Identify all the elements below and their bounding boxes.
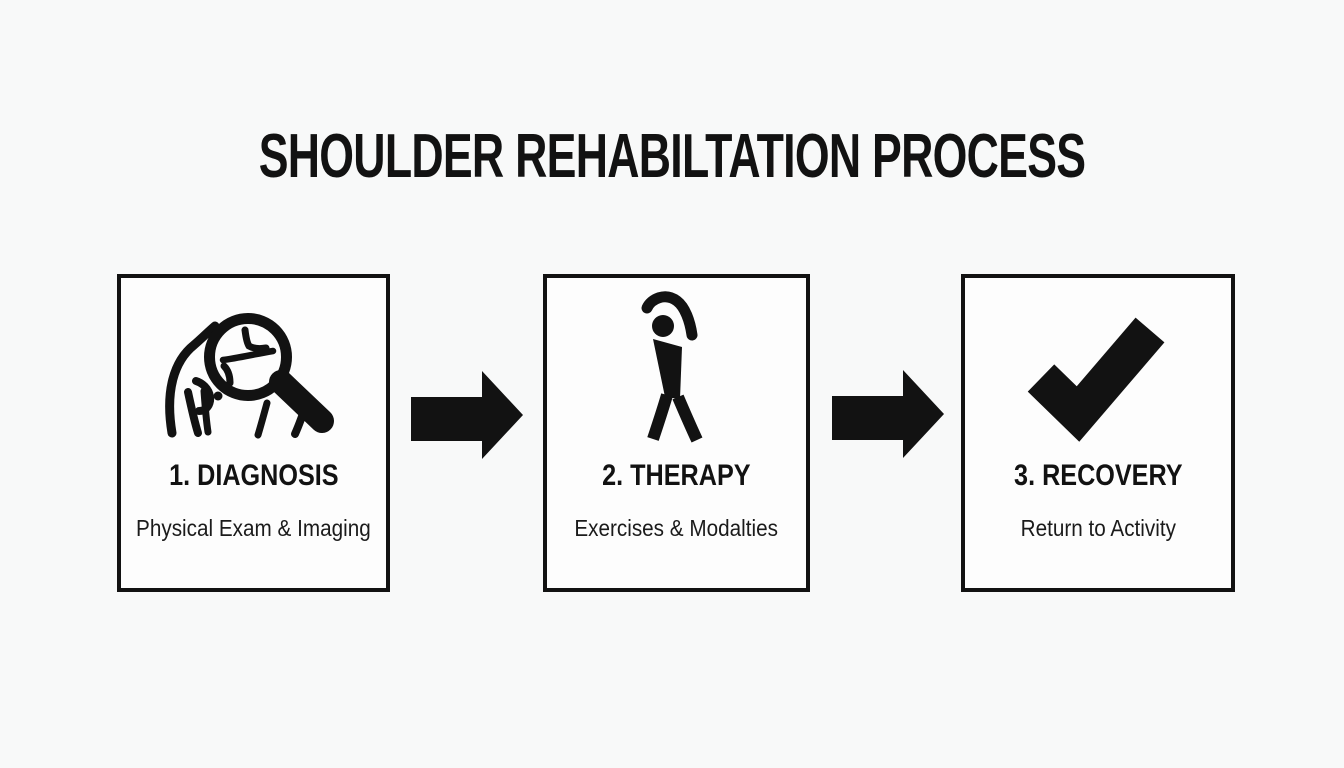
step-subtitle-text: Physical Exam & Imaging xyxy=(136,515,371,541)
step-subtitle: Return to Activity xyxy=(965,515,1231,543)
step-title: 2. THERAPY xyxy=(547,461,806,491)
step-title-text: 2. THERAPY xyxy=(602,459,751,492)
arrow-right-icon xyxy=(832,370,944,458)
step-title-text: 1. DIAGNOSIS xyxy=(168,459,339,492)
step-subtitle: Exercises & Modalties xyxy=(547,515,806,543)
step-subtitle-text: Return to Activity xyxy=(1020,515,1176,541)
step-subtitle-text: Exercises & Modalties xyxy=(574,515,779,541)
step-box-therapy: 2. THERAPY Exercises & Modalties xyxy=(543,274,810,592)
step-title: 1. DIAGNOSIS xyxy=(121,461,386,491)
step-box-recovery: 3. RECOVERY Return to Activity xyxy=(961,274,1235,592)
shoulder-magnifier-icon xyxy=(160,293,340,443)
step-subtitle: Physical Exam & Imaging xyxy=(121,515,386,543)
step-title: 3. RECOVERY xyxy=(965,461,1231,491)
step-box-diagnosis: 1. DIAGNOSIS Physical Exam & Imaging xyxy=(117,274,390,592)
page-title: SHOULDER REHABILTATION PROCESS xyxy=(0,126,1344,188)
arrow-right-icon xyxy=(411,371,523,459)
page-title-text: SHOULDER REHABILTATION PROCESS xyxy=(258,122,1086,191)
stretching-person-icon xyxy=(635,287,715,447)
checkmark-icon xyxy=(1021,310,1171,442)
step-title-text: 3. RECOVERY xyxy=(1013,459,1183,492)
